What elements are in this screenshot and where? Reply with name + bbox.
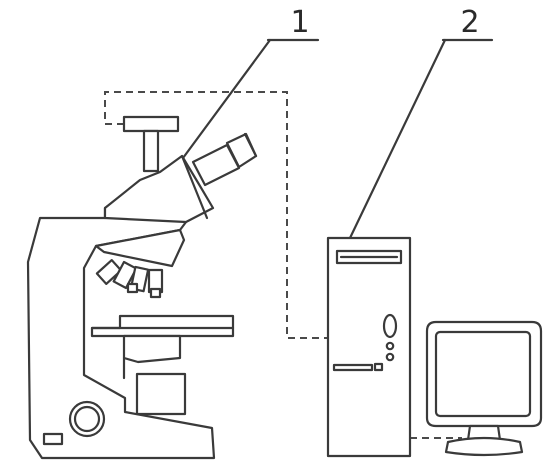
eyepiece-rim xyxy=(243,132,258,158)
camera-tube xyxy=(142,129,160,173)
objective-tip xyxy=(149,287,162,299)
callout-1: 1 xyxy=(181,5,320,160)
callout-2-leader xyxy=(348,38,447,240)
monitor xyxy=(425,320,543,457)
focus-knob-inner xyxy=(73,405,101,433)
illuminator-housing xyxy=(135,372,187,416)
callout-label-2: 2 xyxy=(460,5,479,40)
floppy-button xyxy=(373,362,384,372)
objectives xyxy=(95,259,164,299)
camera-cable xyxy=(104,91,328,339)
callout-label-1: 1 xyxy=(290,5,309,40)
power-switch xyxy=(42,432,64,446)
monitor-screen xyxy=(434,330,532,418)
indicator-led xyxy=(385,341,395,351)
computer-tower xyxy=(326,236,412,458)
condenser xyxy=(122,334,182,364)
objective-lens xyxy=(95,259,123,285)
microscope xyxy=(26,115,258,460)
power-button xyxy=(382,313,398,339)
objective-tip xyxy=(126,282,139,294)
callout-2: 2 xyxy=(348,5,494,240)
callout-1-leader xyxy=(181,38,272,160)
floppy-slot xyxy=(332,363,374,372)
objective-lens xyxy=(112,260,138,290)
monitor-base xyxy=(444,436,524,457)
nosepiece xyxy=(94,228,186,268)
specimen-stage xyxy=(90,314,235,338)
indicator-led xyxy=(385,352,395,362)
tower-case xyxy=(326,236,412,458)
head-edge xyxy=(180,154,209,220)
camera-head xyxy=(122,115,180,133)
